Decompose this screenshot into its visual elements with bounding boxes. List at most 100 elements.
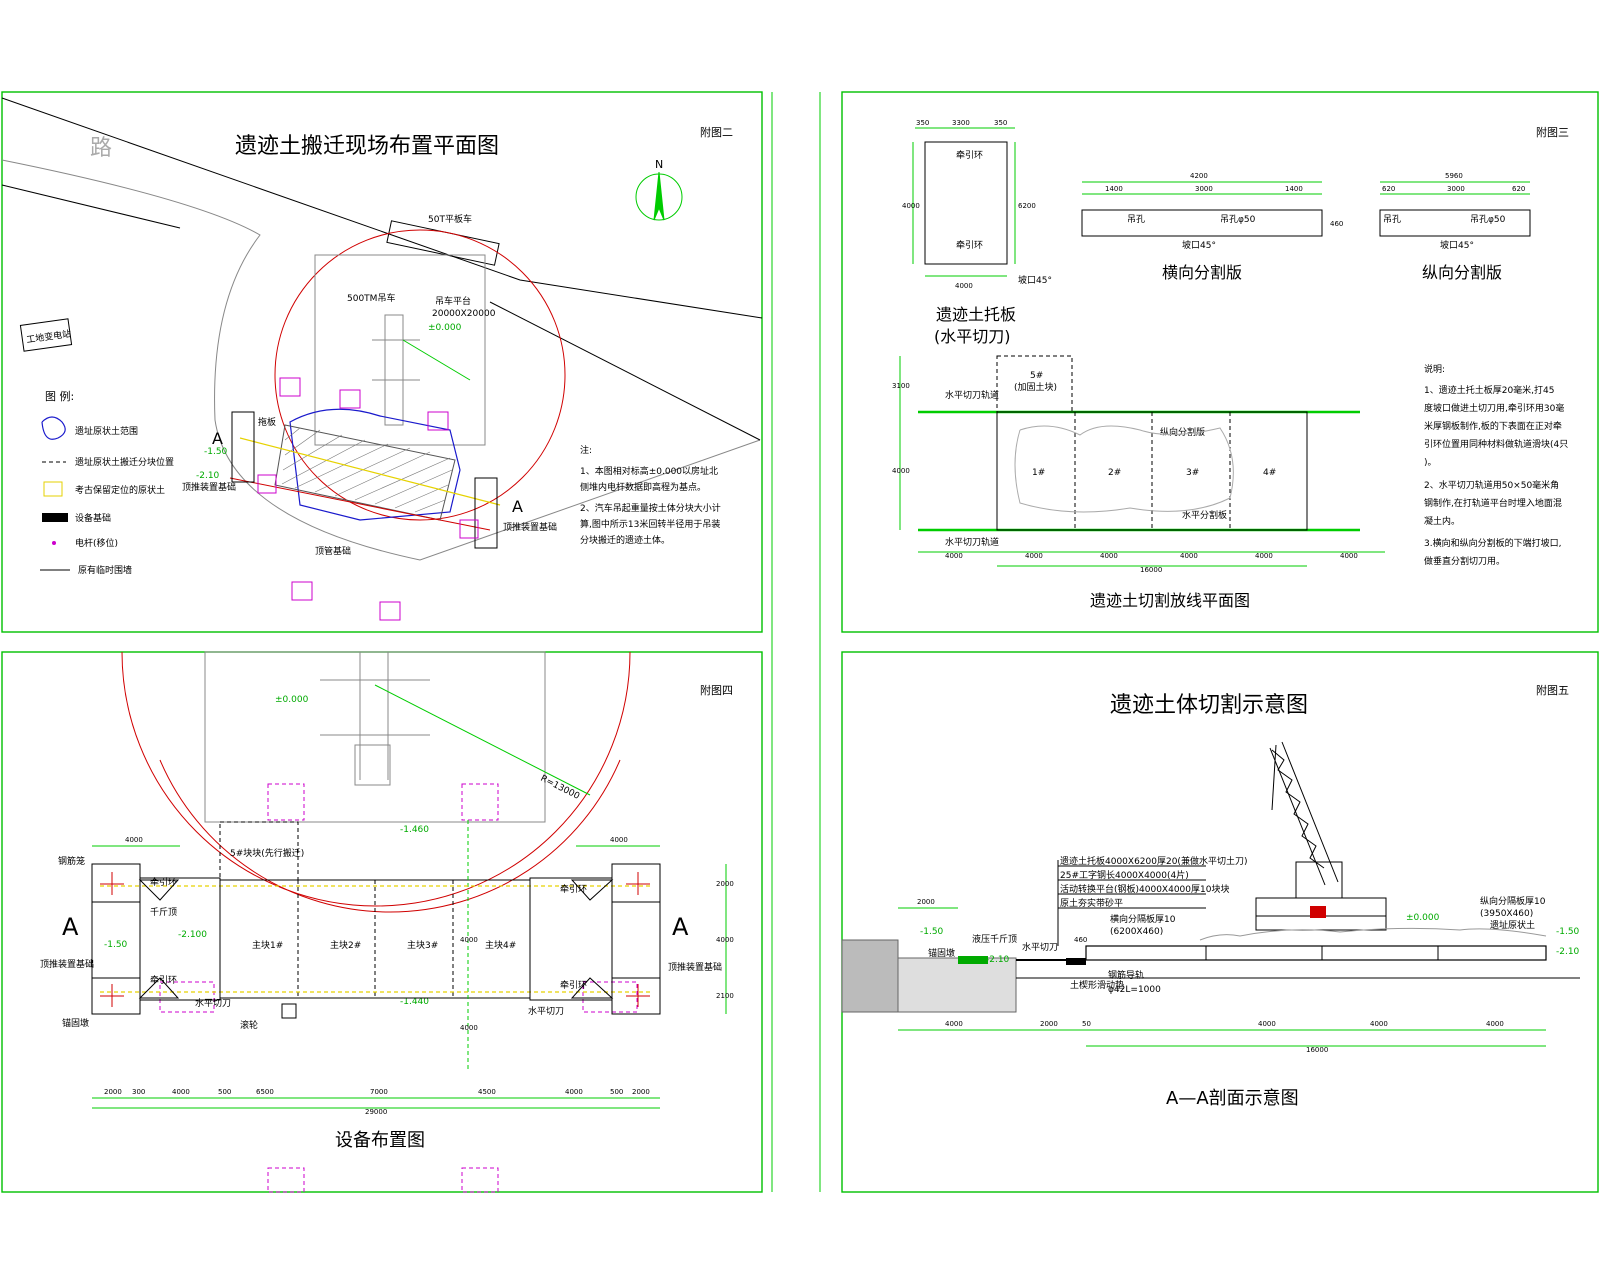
dim: 4000 [902, 202, 920, 210]
elev-low: -1.440 [400, 997, 429, 1007]
bevel-label: 坡口45° [1182, 239, 1216, 251]
dim: 4000 [460, 1024, 478, 1032]
electric-poles [257, 377, 479, 621]
cutting-layout-panel: 附图三 350 3300 350 4000 4000 6200 牵引环 牵引环 … [892, 119, 1569, 610]
block-label: 主块4# [485, 939, 516, 951]
crane-swing-radius [274, 229, 566, 521]
temp-wall-right [489, 301, 761, 441]
legend-soil-icon [41, 416, 66, 440]
dim: 3000 [1195, 185, 1213, 193]
dim: 4000 [1340, 552, 1358, 560]
dim: 3300 [952, 119, 970, 127]
cutting-layout-plan: 5# (加固土块) 1# 2# 3# 4# 纵向分割版 水平分割板 水平切刀轨道… [892, 355, 1385, 610]
left-jack-assembly [91, 863, 221, 1015]
dim: 4000 [1258, 1020, 1276, 1028]
callout-line: 遗迹土托板4000X6200厚20(兼做水平切土刀) [1060, 855, 1247, 867]
dim: 4000 [1255, 552, 1273, 560]
site-notes: 注: 1、本图相对标高±0.000以房址北 侧堆内电杆数据即高程为基点。 2、汽… [580, 444, 721, 546]
rail-label: 土楔形滑动垫 [1070, 979, 1124, 991]
dim: 4000 [892, 467, 910, 475]
section-line [229, 477, 491, 531]
panel3-tag: 附图四 [700, 683, 733, 697]
dim: 4000 [1025, 552, 1043, 560]
board-caption-sub: (水平切刀) [934, 327, 1011, 346]
right-push-base [474, 477, 498, 549]
dim: 3000 [1447, 185, 1465, 193]
block5-label: 5#块块(先行搬迁) [230, 847, 304, 859]
dim: 350 [916, 119, 929, 127]
traction-ring-label: 牵引环 [150, 877, 177, 888]
dim: 29000 [365, 1108, 387, 1116]
note-line: 做垂直分割切刀用。 [1424, 555, 1505, 567]
crane-platform-plan [204, 651, 546, 823]
dim: 4000 [1180, 552, 1198, 560]
hole-label: 吊孔 [1383, 214, 1401, 225]
guide-label: 钢筋导轨 [1108, 969, 1144, 981]
dim: 460 [1330, 220, 1343, 228]
elev-a1: -1.50 [204, 447, 228, 457]
dim: 460 [1074, 936, 1087, 944]
site-plan-tag: 附图二 [700, 125, 733, 139]
dim: 500 [218, 1088, 231, 1096]
pole-markers [159, 783, 638, 1193]
tow-left-label: 顶推装置基础 [182, 481, 236, 493]
note-line: 米厚钢板制作,板的下表面在正对牵 [1424, 420, 1562, 432]
dim: 350 [994, 119, 1007, 127]
crane-label: 500TM吊车 [347, 292, 395, 304]
elev-r2: -2.10 [1556, 947, 1580, 957]
guide-spec: φ42L=1000 [1108, 985, 1161, 995]
platform-label: 吊车平台 [435, 295, 471, 307]
roller-label: 滚轮 [240, 1019, 258, 1031]
right-jack-assembly [529, 863, 661, 1015]
dim: 4000 [460, 936, 478, 944]
layout-caption: 遗迹土切割放线平面图 [1090, 591, 1250, 610]
dim: 4500 [478, 1088, 496, 1096]
bevel-label: 坡口45° [1018, 274, 1052, 286]
dim: 1400 [1285, 185, 1303, 193]
ground-section [841, 927, 1580, 1013]
note-line: 分块搬迁的遗迹土体。 [580, 534, 670, 546]
road-edge [1, 159, 761, 561]
dim: 6500 [256, 1088, 274, 1096]
block-label: 主块1# [252, 939, 283, 951]
push-base-label: 顶推装置基础 [40, 958, 94, 970]
dim: 2000 [917, 898, 935, 906]
soil-board-detail: 350 3300 350 4000 4000 6200 牵引环 牵引环 坡口45… [902, 119, 1052, 346]
note-title: 说明: [1424, 363, 1445, 375]
orig-soil-label: 遗址原状土 [1490, 919, 1535, 931]
section-mark-right: A [512, 497, 523, 516]
block-label: 1# [1032, 468, 1045, 478]
panel-frame-section [841, 651, 1599, 1193]
road-label: 路 [90, 136, 112, 161]
horiz-knife-label: 水平切刀 [195, 997, 231, 1009]
panel2-tag: 附图三 [1536, 125, 1569, 139]
north-arrow: N [635, 158, 683, 221]
dim: 4000 [1486, 1020, 1504, 1028]
jack-label: 千斤顶 [150, 907, 177, 918]
elev-a2: -2.10 [196, 471, 220, 481]
pit-label: 顶管基础 [315, 545, 351, 557]
block5-sub: (加固土块) [1014, 381, 1057, 393]
traction-ring-label: 牵引环 [560, 884, 587, 895]
hole-label: 吊孔φ50 [1220, 214, 1256, 225]
dim: 620 [1512, 185, 1525, 193]
elev-a: -2.100 [178, 930, 207, 940]
section-caption: A—A剖面示意图 [1166, 1088, 1299, 1109]
block-label: 主块3# [407, 939, 438, 951]
dim: 4000 [125, 836, 143, 844]
section-panel: 遗迹土体切割示意图 附图五 [841, 683, 1580, 1109]
note-line: )。 [1424, 458, 1437, 468]
block-label: 主块2# [330, 939, 361, 951]
rail-top-label: 水平切刀轨道 [945, 389, 999, 401]
long-board-size: (3950X460) [1480, 909, 1533, 919]
dim: 2000 [632, 1088, 650, 1096]
dim: 2000 [716, 880, 734, 888]
elev-m: -2.10 [986, 955, 1010, 965]
hole-label: 吊孔 [1127, 214, 1145, 225]
anchor-label: 锚固墩 [928, 947, 955, 959]
dim: 4000 [716, 936, 734, 944]
soil-range [289, 408, 461, 521]
legend-title: 图 例: [45, 389, 74, 403]
axis-line [239, 437, 501, 506]
dim: 1400 [1105, 185, 1123, 193]
